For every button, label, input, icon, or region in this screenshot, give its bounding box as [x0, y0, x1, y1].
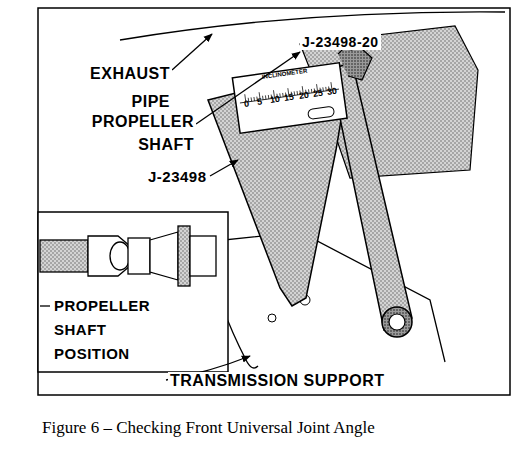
scale-number: 10 — [269, 94, 280, 106]
pivot-knob — [382, 307, 412, 337]
inset-frame — [38, 212, 228, 372]
pivot-knob — [389, 314, 405, 330]
frame — [38, 8, 510, 395]
scale-number: 15 — [283, 92, 294, 104]
scale-number: 20 — [298, 90, 309, 102]
support-hole — [268, 314, 276, 322]
transmission-support — [205, 232, 445, 362]
leader-line — [210, 160, 238, 176]
u-joint — [40, 226, 216, 286]
part-label: PROPELLER SHAFT — [78, 110, 196, 156]
tool-number: J-23498 — [146, 168, 209, 185]
leader-line — [196, 52, 300, 124]
figure-caption: Figure 6 – Checking Front Universal Join… — [42, 418, 375, 438]
scale-number: 30 — [326, 86, 337, 98]
inset-label: PROPELLER SHAFT POSITION — [52, 294, 174, 366]
tool-number: J-23498-20 — [300, 34, 381, 50]
part-label: EXHAUST PIPE — [56, 60, 172, 116]
scale-number: 25 — [312, 88, 323, 100]
leader-line — [40, 305, 50, 306]
leader-line — [172, 34, 212, 70]
part-label: TRANSMISSION SUPPORT — [168, 372, 386, 390]
inclinometer — [232, 63, 347, 133]
